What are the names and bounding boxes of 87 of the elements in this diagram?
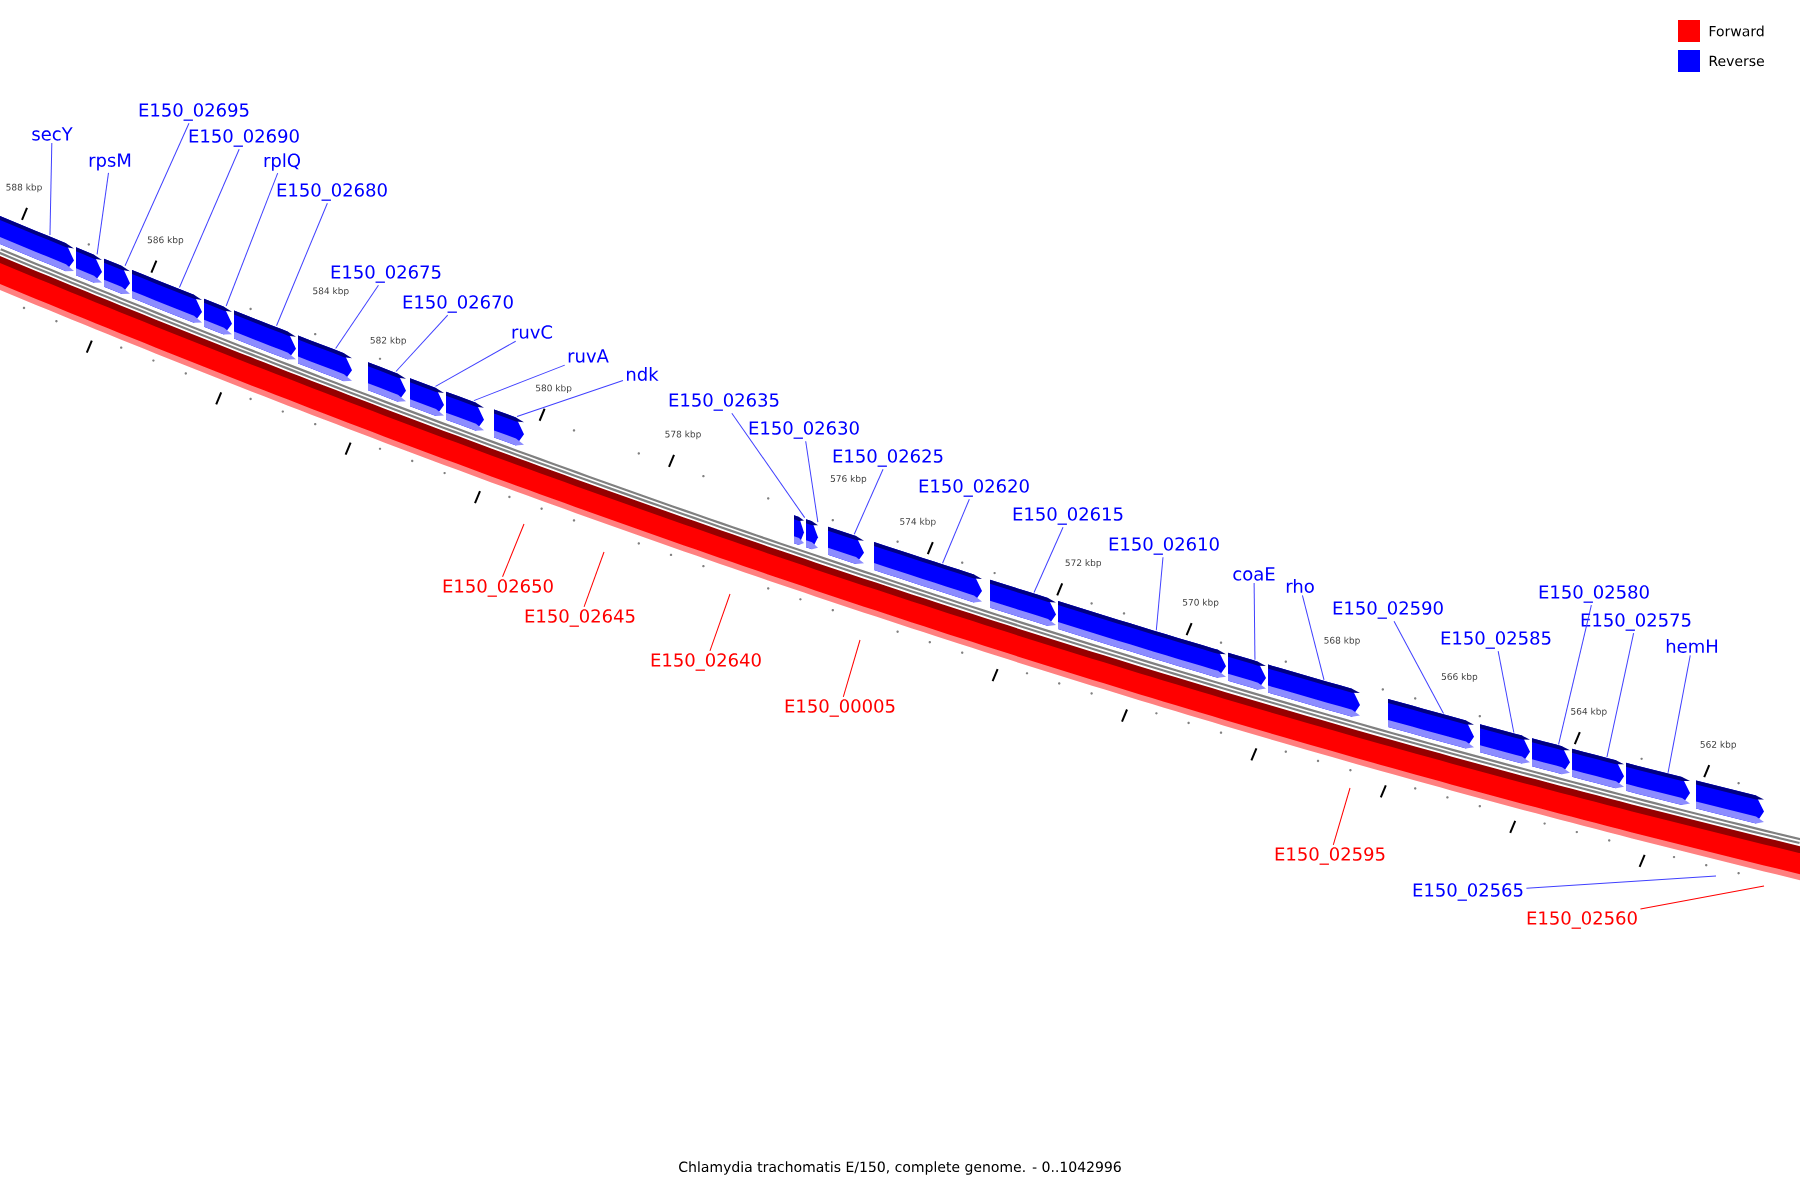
gene-block [1572,748,1624,789]
gene-label: coaE [1233,567,1275,581]
leader-line [225,172,279,307]
leader-line [335,284,379,350]
gene-block [874,541,982,603]
leader-line [49,142,53,236]
gene-label: rho [1286,579,1314,593]
gene-block [1696,780,1764,824]
leader-line [1558,604,1592,745]
gene-label: E150_02640 [651,653,761,671]
leader-line [435,340,517,387]
gene-label: E150_02610 [1109,537,1219,555]
gene-block [76,247,102,283]
gene-block [298,335,352,382]
leader-line [805,440,819,523]
leader-line [1332,787,1351,846]
gene-label: E150_02585 [1441,631,1551,649]
leader-line [473,364,566,402]
leader-line [516,380,624,417]
gene-block [1228,652,1266,690]
leader-line [1497,650,1515,733]
gene-label: secY [32,127,73,141]
gene-block [204,298,232,335]
gene-label: E150_02590 [1333,601,1443,619]
gene-label: E150_02615 [1013,507,1123,525]
gene-label: ndk [627,367,659,381]
gene-block [1480,724,1530,764]
leader-line [731,412,806,519]
leader-line [1639,885,1765,910]
gene-label: rplQ [264,153,300,171]
leader-line [1667,654,1691,774]
gene-block [1532,738,1570,775]
leader-line [1301,594,1325,681]
leader-line [1253,582,1256,661]
leader-line [1393,620,1444,714]
leader-line [1606,632,1635,758]
leader-line [583,551,605,608]
gene-block [1058,601,1226,678]
gene-block [234,310,296,360]
gene-label: E150_02565 [1413,883,1523,901]
leader-line [502,523,525,578]
gene-block [104,258,130,294]
gene-block [1388,698,1474,749]
leader-line [178,148,240,288]
gene-label: E150_02650 [443,579,553,597]
gene-block [132,270,202,323]
leader-line [276,202,328,327]
leader-line [1155,556,1164,631]
gene-block [1626,762,1690,806]
gene-label: E150_02675 [331,265,441,283]
leader-line [853,468,884,535]
leader-line [124,122,190,267]
gene-label: E150_02575 [1581,613,1691,631]
gene-block [0,216,74,272]
gene-block [794,515,804,545]
leader-line [709,593,731,652]
gene-label: E150_02680 [277,183,387,201]
gene-block [368,362,406,402]
leader-line [1033,526,1064,593]
leader-line [1525,875,1717,889]
leader-line [96,172,109,255]
gene-label: hemH [1666,639,1717,653]
gene-block [1268,664,1360,717]
gene-label: E150_02625 [833,449,943,467]
gene-label: ruvA [568,349,609,363]
gene-label: E150_00005 [785,699,895,717]
leader-line [842,639,861,698]
gene-label: E150_02560 [1527,911,1637,929]
leader-line [942,498,970,564]
gene-label: E150_02635 [669,393,779,411]
gene-label: rpsM [89,153,131,171]
gene-label: E150_02580 [1539,585,1649,603]
gene-block [446,391,484,431]
gene-label: E150_02595 [1275,847,1385,865]
gene-block [990,579,1056,626]
gene-label: E150_02690 [189,129,299,147]
gene-label: E150_02620 [919,479,1029,497]
gene-block [806,519,818,550]
gene-label: ruvC [512,325,553,339]
gene-label: E150_02695 [139,103,249,121]
gene-block [494,409,524,446]
leader-line [395,314,449,372]
gene-block [828,526,864,564]
gene-label: E150_02670 [403,295,513,313]
gene-block [410,378,444,416]
gene-label: E150_02630 [749,421,859,439]
gene-label: E150_02645 [525,609,635,627]
